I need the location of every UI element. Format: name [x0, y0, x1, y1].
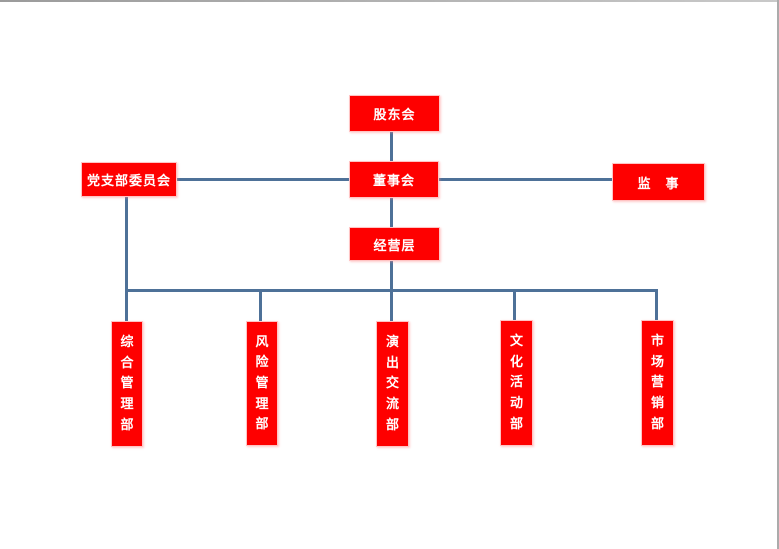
org-node-management[interactable]: 经营层 — [349, 227, 440, 261]
connector-board-management — [390, 197, 393, 228]
org-node-dept-risk-management[interactable]: 风险管理部 — [246, 321, 278, 446]
org-node-shareholders[interactable]: 股东会 — [349, 95, 440, 132]
connector-shareholders-board — [390, 132, 393, 163]
org-node-dept-performance-exchange[interactable]: 演出交流部 — [376, 321, 409, 447]
org-node-dept-general-admin[interactable]: 综合管理部 — [111, 321, 143, 447]
connector-party-board — [176, 178, 350, 181]
org-node-party-committee[interactable]: 党支部委员会 — [81, 162, 177, 197]
page-border-right — [777, 0, 779, 549]
connector-party-bus — [125, 196, 128, 291]
connector-bus-dept2 — [259, 291, 262, 322]
org-node-dept-cultural-activities[interactable]: 文化活动部 — [500, 320, 533, 446]
connector-board-supervisor — [438, 178, 613, 181]
connector-bus-dept5 — [655, 291, 658, 321]
page-border-top — [0, 0, 779, 2]
org-node-supervisor[interactable]: 监 事 — [612, 163, 705, 201]
org-node-board[interactable]: 董事会 — [349, 161, 439, 198]
org-node-dept-marketing[interactable]: 市场营销部 — [641, 320, 674, 446]
connector-bus-dept1 — [125, 291, 128, 322]
connector-bus-dept4 — [513, 291, 516, 321]
connector-departments-bus — [125, 289, 658, 292]
